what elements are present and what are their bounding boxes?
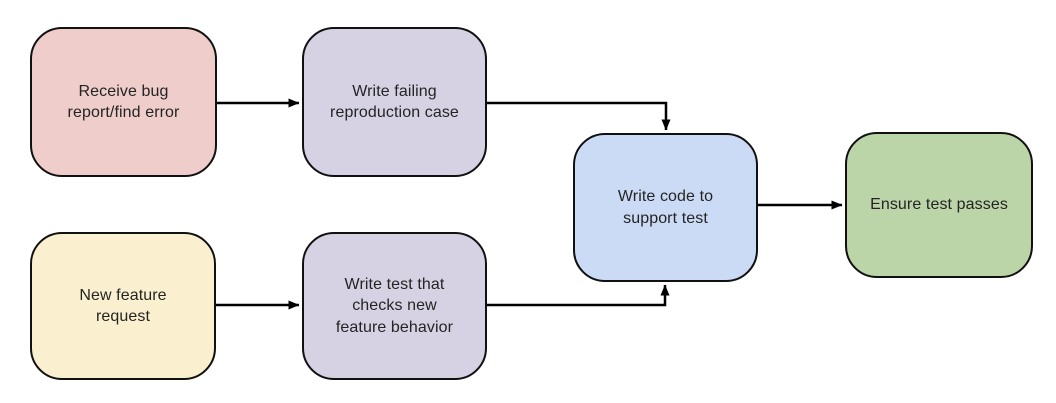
node-write-code-to-support-test: Write code to support test [573,133,758,282]
node-label: Write failing reproduction case [330,82,459,121]
node-new-feature-request: New feature request [30,232,216,380]
edge-test-to-code [487,284,670,307]
node-label: New feature request [79,286,167,325]
node-label: Ensure test passes [870,196,1008,214]
node-ensure-test-passes: Ensure test passes [845,132,1033,278]
node-label: Write test that checks new feature behav… [335,276,454,336]
edge-repro-to-code [487,101,671,131]
node-write-failing-reproduction-case: Write failing reproduction case [302,27,487,177]
node-label: Write code to support test [617,188,714,227]
node-label: Receive bug report/find error [67,82,180,121]
node-receive-bug-report: Receive bug report/find error [30,27,217,177]
node-write-test-checks-new-feature: Write test that checks new feature behav… [302,232,487,380]
